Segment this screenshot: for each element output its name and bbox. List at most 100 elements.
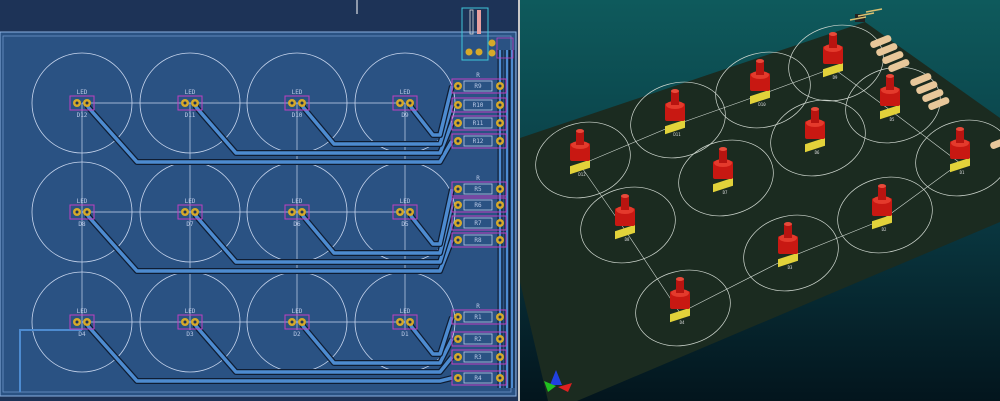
z-axis-icon	[550, 370, 562, 385]
led-pads-3d	[570, 159, 590, 175]
led-value: LED	[400, 308, 411, 315]
led-silk-circle	[31, 161, 133, 263]
pad-hole	[498, 315, 502, 319]
led-value: LED	[185, 89, 196, 96]
connector-pin-3d	[865, 8, 883, 13]
resistor-courtyard	[451, 331, 507, 347]
led-pads-3d	[750, 89, 770, 105]
ratsnest-line-3d	[674, 94, 761, 126]
resistor-3d	[916, 81, 938, 94]
pad-hole	[85, 320, 89, 324]
connector-pad	[465, 48, 473, 56]
led-value: LED	[292, 89, 303, 96]
pad-hole	[85, 210, 89, 214]
led-dome-3d	[671, 91, 679, 105]
resistor-body-silk	[463, 183, 493, 195]
axis-orientation-icon	[544, 370, 572, 392]
led-reference: D3	[186, 331, 194, 338]
led-silk-circle-3d	[630, 81, 726, 159]
pad-hole	[498, 337, 502, 341]
led-courtyard	[69, 95, 95, 111]
led-reference: D10	[292, 112, 303, 119]
pad-hole	[290, 101, 294, 105]
led-dome-top-3d	[878, 184, 886, 188]
pad-hole	[75, 210, 79, 214]
resistor-3d	[990, 136, 1000, 149]
led-dome-top-3d	[886, 74, 894, 78]
led-courtyard	[177, 204, 203, 220]
resistor-footprint: R4	[451, 370, 507, 386]
led-reference: D9	[401, 112, 409, 119]
led-3d: D10	[750, 59, 770, 107]
led-reference-3d: D2	[882, 227, 887, 232]
led-dome-top-3d	[621, 194, 629, 198]
resistor-body-silk	[463, 80, 493, 92]
resistor-3d	[876, 43, 898, 56]
resistor-footprint: R8	[451, 232, 507, 248]
led-value: LED	[77, 198, 88, 205]
led-footprint: LED D12	[69, 89, 95, 119]
pad-hole	[398, 210, 402, 214]
led-reference-3d: D5	[890, 117, 895, 122]
pane-divider[interactable]	[518, 0, 520, 401]
led-dome-top-3d	[576, 129, 584, 133]
led-3d: D8	[615, 194, 635, 242]
connector-footprint	[461, 7, 514, 61]
resistor-footprint: R2	[451, 331, 507, 347]
resistor-courtyard	[451, 232, 507, 248]
led-silk-circle-3d	[743, 214, 839, 292]
resistor-footprint: R1	[451, 309, 507, 325]
led-value: LED	[77, 89, 88, 96]
led-reference: D12	[77, 112, 88, 119]
x-axis-icon	[558, 383, 572, 392]
led-silk-circle-3d	[580, 186, 676, 264]
pad-hole	[398, 320, 402, 324]
led-silk-circle-3d	[837, 176, 933, 254]
connector-pad	[475, 48, 483, 56]
led-dome-3d	[829, 34, 837, 48]
pad-hole	[456, 103, 460, 107]
led-reference-3d: D12	[578, 172, 586, 177]
resistor-courtyard	[451, 133, 507, 149]
led-dome-3d	[756, 61, 764, 75]
led-value: LED	[400, 198, 411, 205]
led-silk-circle	[31, 52, 133, 154]
led-dome-top-3d	[784, 222, 792, 226]
led-dome-3d	[576, 131, 584, 145]
led-3d: D6	[805, 107, 825, 155]
led-dome-3d	[811, 109, 819, 123]
led-pads-3d	[778, 252, 798, 268]
resistor-reference: R8	[474, 237, 482, 244]
connector-pin-silk	[469, 9, 474, 35]
component-courtyard	[496, 37, 514, 59]
pad-hole	[85, 101, 89, 105]
ratsnest-line-3d	[787, 219, 883, 259]
led-reference: D5	[401, 221, 409, 228]
pad-hole	[498, 84, 502, 88]
led-reference-3d: D9	[833, 75, 838, 80]
led-value: LED	[185, 308, 196, 315]
pcb-2d-layout: LEDD12LEDD11LEDD10LEDD9LEDD8LEDD7LEDD6LE…	[0, 0, 517, 397]
resistor-footprint: R5	[451, 181, 507, 197]
led-footprint: LED D10	[284, 89, 310, 119]
led-dome-3d	[956, 129, 964, 143]
led-dome-3d	[784, 224, 792, 238]
led-reference-3d: D3	[788, 265, 793, 270]
led-dome-3d	[878, 186, 886, 200]
resistor-3d	[888, 59, 910, 72]
resistor-body-silk	[463, 99, 493, 111]
ratsnest-line-3d	[679, 257, 789, 314]
led-3d: D5	[880, 74, 900, 122]
led-dome-3d	[621, 196, 629, 210]
resistor-reference: R3	[474, 354, 482, 361]
led-silk-circle	[31, 271, 133, 373]
led-3d: D2	[872, 184, 892, 232]
led-reference: D4	[78, 331, 86, 338]
resistor-value: R	[476, 303, 480, 310]
